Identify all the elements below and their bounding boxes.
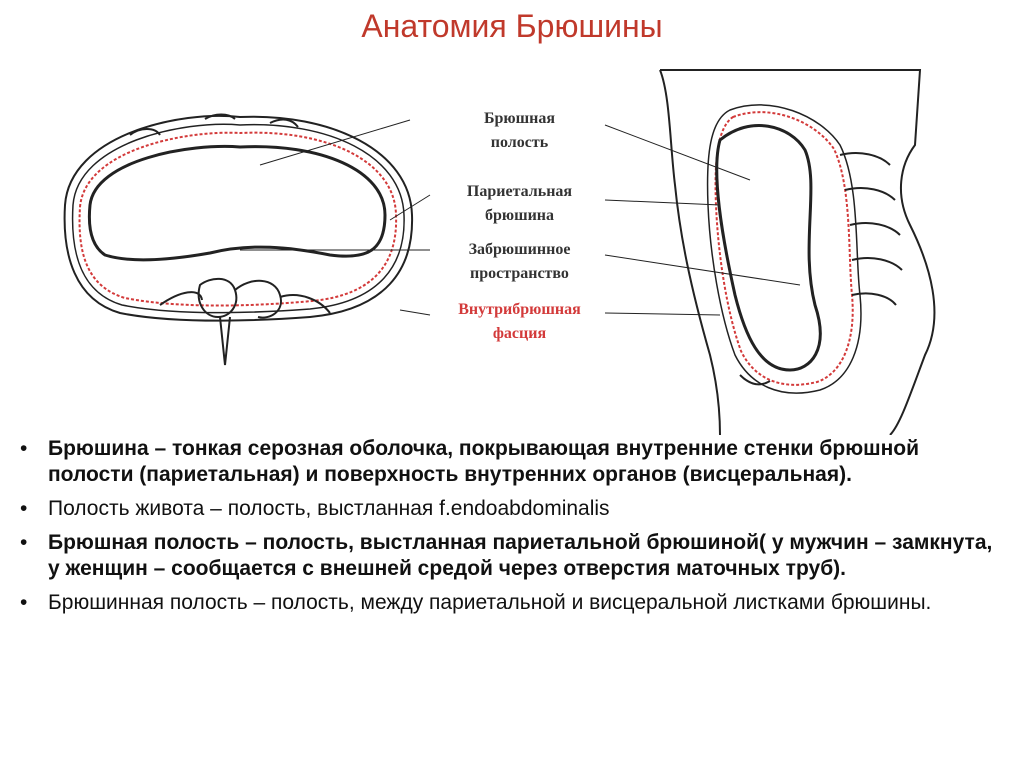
label-endoabdominal-fascia: Внутрибрюшная фасция: [432, 298, 607, 346]
bullet-text: Брюшинная полость – полость, между парие…: [48, 591, 932, 614]
label-line: Внутрибрюшная: [458, 301, 581, 318]
bullet-item: • Полость живота – полость, выстланная f…: [18, 496, 1008, 522]
sagittal-section: [604, 69, 936, 436]
label-line: Забрюшинное: [468, 241, 571, 258]
label-line: Париетальная: [466, 183, 573, 200]
bullet-text: Брюшина – тонкая серозная оболочка, покр…: [48, 437, 920, 486]
transverse-section: [63, 113, 431, 366]
label-line: пространство: [470, 265, 569, 282]
bullet-item: • Брюшинная полость – полость, между пар…: [18, 590, 1008, 616]
label-line: фасция: [492, 325, 547, 342]
bullet-text: Полость живота – полость, выстланная f.e…: [48, 497, 610, 520]
label-abdominal-cavity: Брюшная полость: [432, 107, 607, 155]
page-title: Анатомия Брюшины: [361, 8, 663, 44]
bullet-dot: •: [20, 591, 28, 614]
bullet-item: • Брюшина – тонкая серозная оболочка, по…: [18, 436, 1008, 488]
label-parietal-peritoneum: Париетальная брюшина: [432, 180, 607, 228]
anatomy-illustration: [63, 69, 936, 436]
label-retroperitoneal-space: Забрюшинное пространство: [432, 238, 607, 286]
label-line: Брюшная: [483, 110, 556, 127]
label-line: полость: [490, 134, 549, 151]
bullet-dot: •: [20, 531, 28, 554]
bullet-item: • Брюшная полость – полость, выстланная …: [18, 530, 1008, 582]
label-line: брюшина: [484, 207, 555, 224]
bullet-list: • Брюшина – тонкая серозная оболочка, по…: [18, 436, 1008, 624]
bullet-dot: •: [20, 497, 28, 520]
bullet-dot: •: [20, 437, 28, 460]
bullet-text: Брюшная полость – полость, выстланная па…: [48, 531, 993, 580]
peritoneum-diagram: Брюшная полость Париетальная брюшина Заб…: [30, 55, 1010, 436]
